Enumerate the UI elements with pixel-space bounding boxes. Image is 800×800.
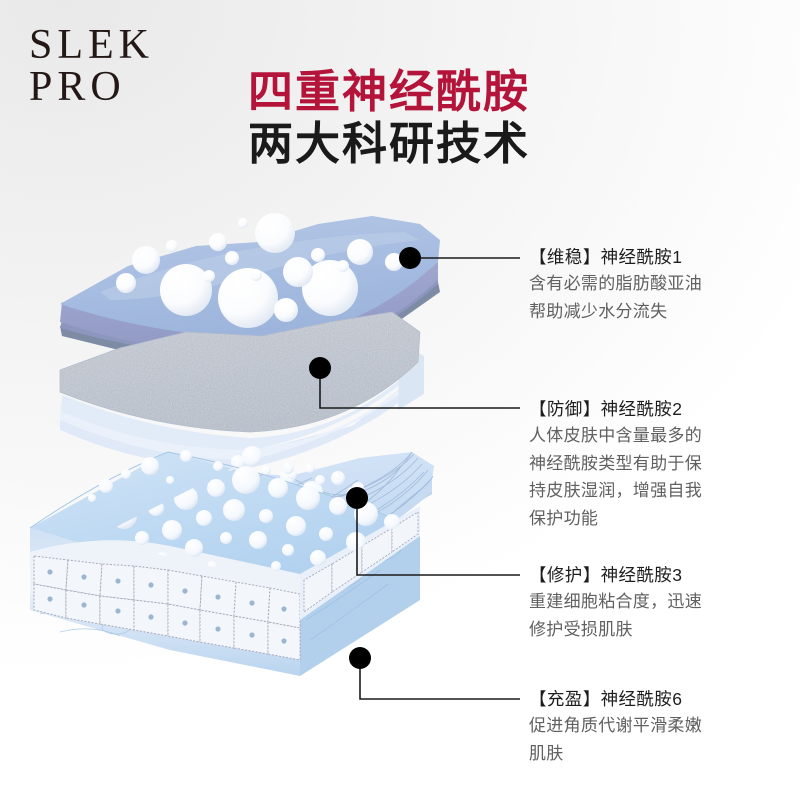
callout-ceramide-3: 【修护】神经酰胺3 重建细胞粘合度，迅速 修护受损肌肤 (529, 562, 702, 643)
page-title-line2: 两大科研技术 (248, 118, 531, 170)
page-title-line1: 四重神经酰胺 (248, 66, 531, 117)
callout-body-line: 帮助减少水分流失 (529, 301, 668, 321)
callout-title: 【维稳】神经酰胺1 (529, 247, 683, 267)
callout-body-line: 保护功能 (529, 508, 599, 528)
callout-body-line: 人体皮肤中含量最多的 (529, 426, 702, 446)
callout-title: 【修护】神经酰胺3 (529, 565, 683, 585)
bubbles-floating-4 (88, 446, 325, 502)
callout-body-line: 神经酰胺类型有助于保 (529, 453, 702, 473)
skin-layer-illustration (0, 180, 520, 800)
brand-logo: SLEK PRO (29, 24, 154, 110)
callout-body-line: 肌肤 (529, 743, 564, 763)
bubbles-layer-1 (116, 213, 403, 328)
callout-body: 含有必需的脂肪酸亚油 帮助减少水分流失 (529, 270, 702, 325)
callout-title: 【防御】神经酰胺2 (529, 399, 683, 419)
callout-ceramide-6: 【充盈】神经酰胺6 促进角质代谢平滑柔嫩 肌肤 (529, 686, 702, 767)
callout-body-line: 修护受损肌肤 (529, 619, 633, 639)
callout-body-line: 含有必需的脂肪酸亚油 (529, 274, 702, 294)
callout-body-line: 重建细胞粘合度，迅速 (529, 592, 702, 612)
callout-body-line: 促进角质代谢平滑柔嫩 (529, 716, 702, 736)
callout-body-line: 持皮肤湿润，增强自我 (529, 481, 702, 501)
callout-ceramide-1: 【维稳】神经酰胺1 含有必需的脂肪酸亚油 帮助减少水分流失 (529, 244, 702, 325)
callout-title: 【充盈】神经酰胺6 (529, 689, 683, 709)
brand-logo-line1: SLEK (29, 22, 154, 68)
callout-ceramide-2: 【防御】神经酰胺2 人体皮肤中含量最多的 神经酰胺类型有助于保 持皮肤湿润，增强… (529, 396, 702, 532)
brand-logo-line2: PRO (29, 63, 126, 110)
callout-body: 促进角质代谢平滑柔嫩 肌肤 (529, 712, 702, 767)
callout-body: 重建细胞粘合度，迅速 修护受损肌肤 (529, 588, 702, 643)
callout-body: 人体皮肤中含量最多的 神经酰胺类型有助于保 持皮肤湿润，增强自我 保护功能 (529, 422, 702, 532)
page-title: 四重神经酰胺 两大科研技术 (248, 66, 530, 170)
